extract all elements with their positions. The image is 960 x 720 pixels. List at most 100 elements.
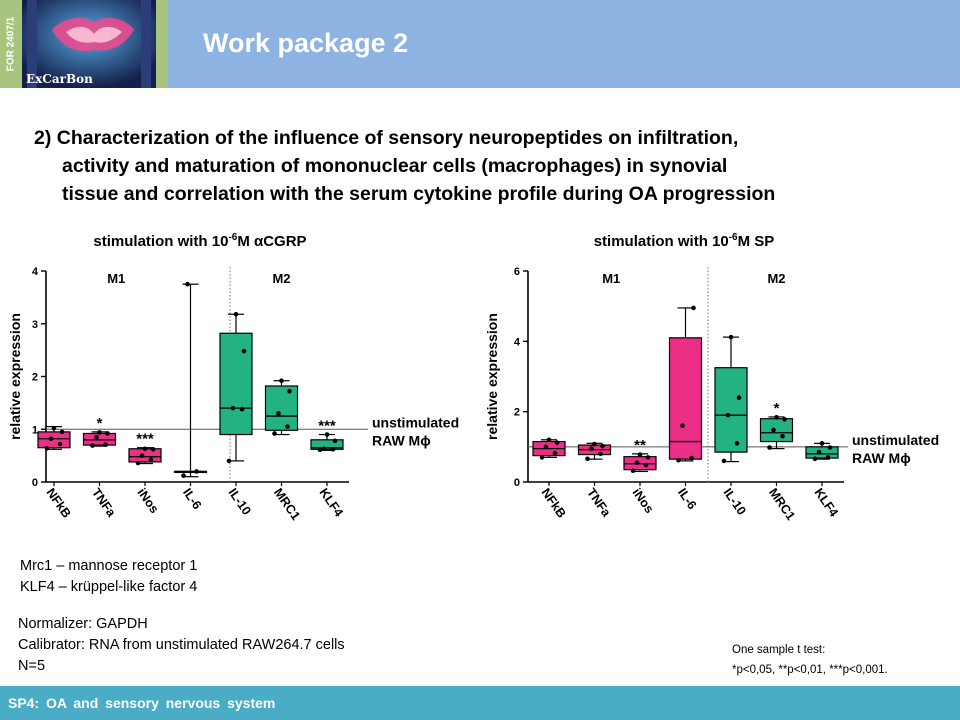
group-label-m2-1: M2 <box>767 271 785 286</box>
chart-title-0: stimulation with 10-6M αCGRP <box>93 232 306 250</box>
y-tick-label-0-4: 4 <box>32 266 39 278</box>
category-label-1-6: KLF4 <box>812 486 841 520</box>
data-point-1-5-2 <box>771 427 776 433</box>
data-point-1-1-4 <box>592 441 597 447</box>
data-point-1-4-2 <box>725 412 731 418</box>
program-label: FOR 2407/1 <box>0 0 22 88</box>
category-label-1-5: MRC1 <box>766 486 798 523</box>
data-point-0-3-2 <box>185 281 190 287</box>
data-point-0-0-2 <box>48 436 54 442</box>
category-label-0-4: IL-10 <box>226 486 254 518</box>
group-label-m2-0: M2 <box>272 271 290 286</box>
y-axis-label-1: relative expression <box>484 313 500 440</box>
data-point-0-5-4 <box>279 378 284 384</box>
data-point-0-5-0 <box>272 431 277 436</box>
data-point-1-1-2 <box>589 446 594 451</box>
category-label-0-2: iNos <box>135 486 162 516</box>
data-point-1-2-4 <box>637 452 643 457</box>
data-point-1-0-3 <box>554 440 560 445</box>
subtitle-line-2: activity and maturation of mononuclear c… <box>62 155 728 177</box>
data-point-1-4-1 <box>734 441 740 446</box>
y-tick-label-1-3: 6 <box>514 266 520 278</box>
box-0-4 <box>219 332 253 436</box>
logo-text: ExCarBon <box>26 72 93 86</box>
data-point-1-4-4 <box>728 334 734 340</box>
category-label-0-1: TNFa <box>89 486 119 520</box>
data-point-1-2-2 <box>634 460 640 465</box>
data-point-0-2-3 <box>150 446 156 452</box>
data-point-1-0-2 <box>543 444 549 450</box>
y-axis-label-0: relative expression <box>7 313 23 440</box>
data-point-0-1-4 <box>97 430 102 435</box>
header-bar: FOR 2407/1 ExCarBon Work package 2 <box>0 0 960 88</box>
data-point-0-0-0 <box>44 445 50 451</box>
category-label-1-3: IL-6 <box>675 486 699 512</box>
data-point-0-3-1 <box>194 469 199 474</box>
data-point-0-6-3 <box>332 438 338 444</box>
category-label-1-4: IL-10 <box>721 486 749 518</box>
significance-0-2: *** <box>136 431 154 448</box>
category-label-0-0: NFkB <box>44 486 74 521</box>
stats-test: One sample t test: <box>732 644 826 656</box>
data-point-0-5-1 <box>285 424 290 429</box>
data-point-0-4-0 <box>226 458 232 464</box>
data-point-1-1-3 <box>600 443 605 449</box>
category-label-1-2: iNos <box>630 486 657 516</box>
note-mrc1: Mrc1 – mannose receptor 1 <box>20 558 198 574</box>
subtitle-line-3: tissue and correlation with the serum cy… <box>62 183 776 205</box>
reference-label-2-1: RAW Mϕ <box>852 450 911 466</box>
logo: ExCarBon <box>22 0 156 88</box>
reference-label-1-1: unstimulated <box>852 432 939 448</box>
category-label-0-6: KLF4 <box>317 486 346 520</box>
box-0-6 <box>310 439 344 450</box>
significance-0-1: * <box>97 415 103 432</box>
data-point-1-0-0 <box>539 455 545 460</box>
reference-label-2-0: RAW Mϕ <box>372 432 431 448</box>
data-point-0-3-0 <box>181 473 186 478</box>
abbreviation-notes: Mrc1 – mannose receptor 1 KLF4 – krüppel… <box>20 556 197 598</box>
data-point-1-2-0 <box>630 468 636 474</box>
category-label-1-0: NFkB <box>539 486 569 521</box>
note-calibrator: Calibrator: RNA from unstimulated RAW264… <box>18 637 345 653</box>
statistics-note: One sample t test: *p<0,05, **p<0,01, **… <box>732 640 888 680</box>
data-point-0-2-1 <box>148 457 154 463</box>
y-tick-label-0-0: 0 <box>32 477 38 489</box>
data-point-1-5-4 <box>774 414 779 420</box>
data-point-1-4-3 <box>736 395 742 400</box>
data-point-0-2-0 <box>135 460 141 466</box>
data-point-0-0-3 <box>59 429 65 435</box>
data-point-0-4-1 <box>239 406 245 412</box>
data-point-1-2-1 <box>643 462 649 468</box>
data-point-0-4-4 <box>233 311 239 317</box>
data-point-0-2-2 <box>139 453 145 458</box>
data-point-0-6-1 <box>330 446 336 452</box>
page-title: Work package 2 <box>203 28 409 58</box>
data-point-0-1-1 <box>103 442 108 447</box>
box-0-5 <box>264 385 299 431</box>
data-point-0-6-0 <box>317 447 323 453</box>
data-point-1-2-3 <box>645 455 651 460</box>
data-point-0-6-2 <box>321 446 327 452</box>
stats-levels: *p<0,05, **p<0,01, ***p<0,001. <box>732 664 888 676</box>
data-point-1-6-4 <box>819 441 825 446</box>
data-point-1-3-0 <box>676 457 681 463</box>
group-label-m1-1: M1 <box>602 271 620 286</box>
data-point-1-0-1 <box>552 450 558 456</box>
data-point-1-6-2 <box>816 449 822 455</box>
data-point-1-6-0 <box>812 456 818 462</box>
box-1-4 <box>714 367 748 453</box>
note-n: N=5 <box>18 658 46 674</box>
method-notes: Normalizer: GAPDH Calibrator: RNA from u… <box>18 614 345 677</box>
box-0-0 <box>37 431 71 449</box>
box-1-6 <box>805 446 839 459</box>
category-label-0-3: IL-6 <box>180 486 204 512</box>
data-point-1-3-3 <box>691 305 696 311</box>
note-klf4: KLF4 – krüppel-like factor 4 <box>20 579 198 595</box>
slide-subtitle: 2) Characterization of the influence of … <box>34 124 944 208</box>
data-point-1-6-3 <box>827 445 833 450</box>
data-point-0-0-4 <box>51 425 57 431</box>
data-point-0-2-4 <box>142 446 148 452</box>
data-point-1-0-4 <box>546 437 552 443</box>
data-point-1-5-3 <box>782 417 787 422</box>
subtitle-line-1: 2) Characterization of the influence of … <box>34 127 739 149</box>
